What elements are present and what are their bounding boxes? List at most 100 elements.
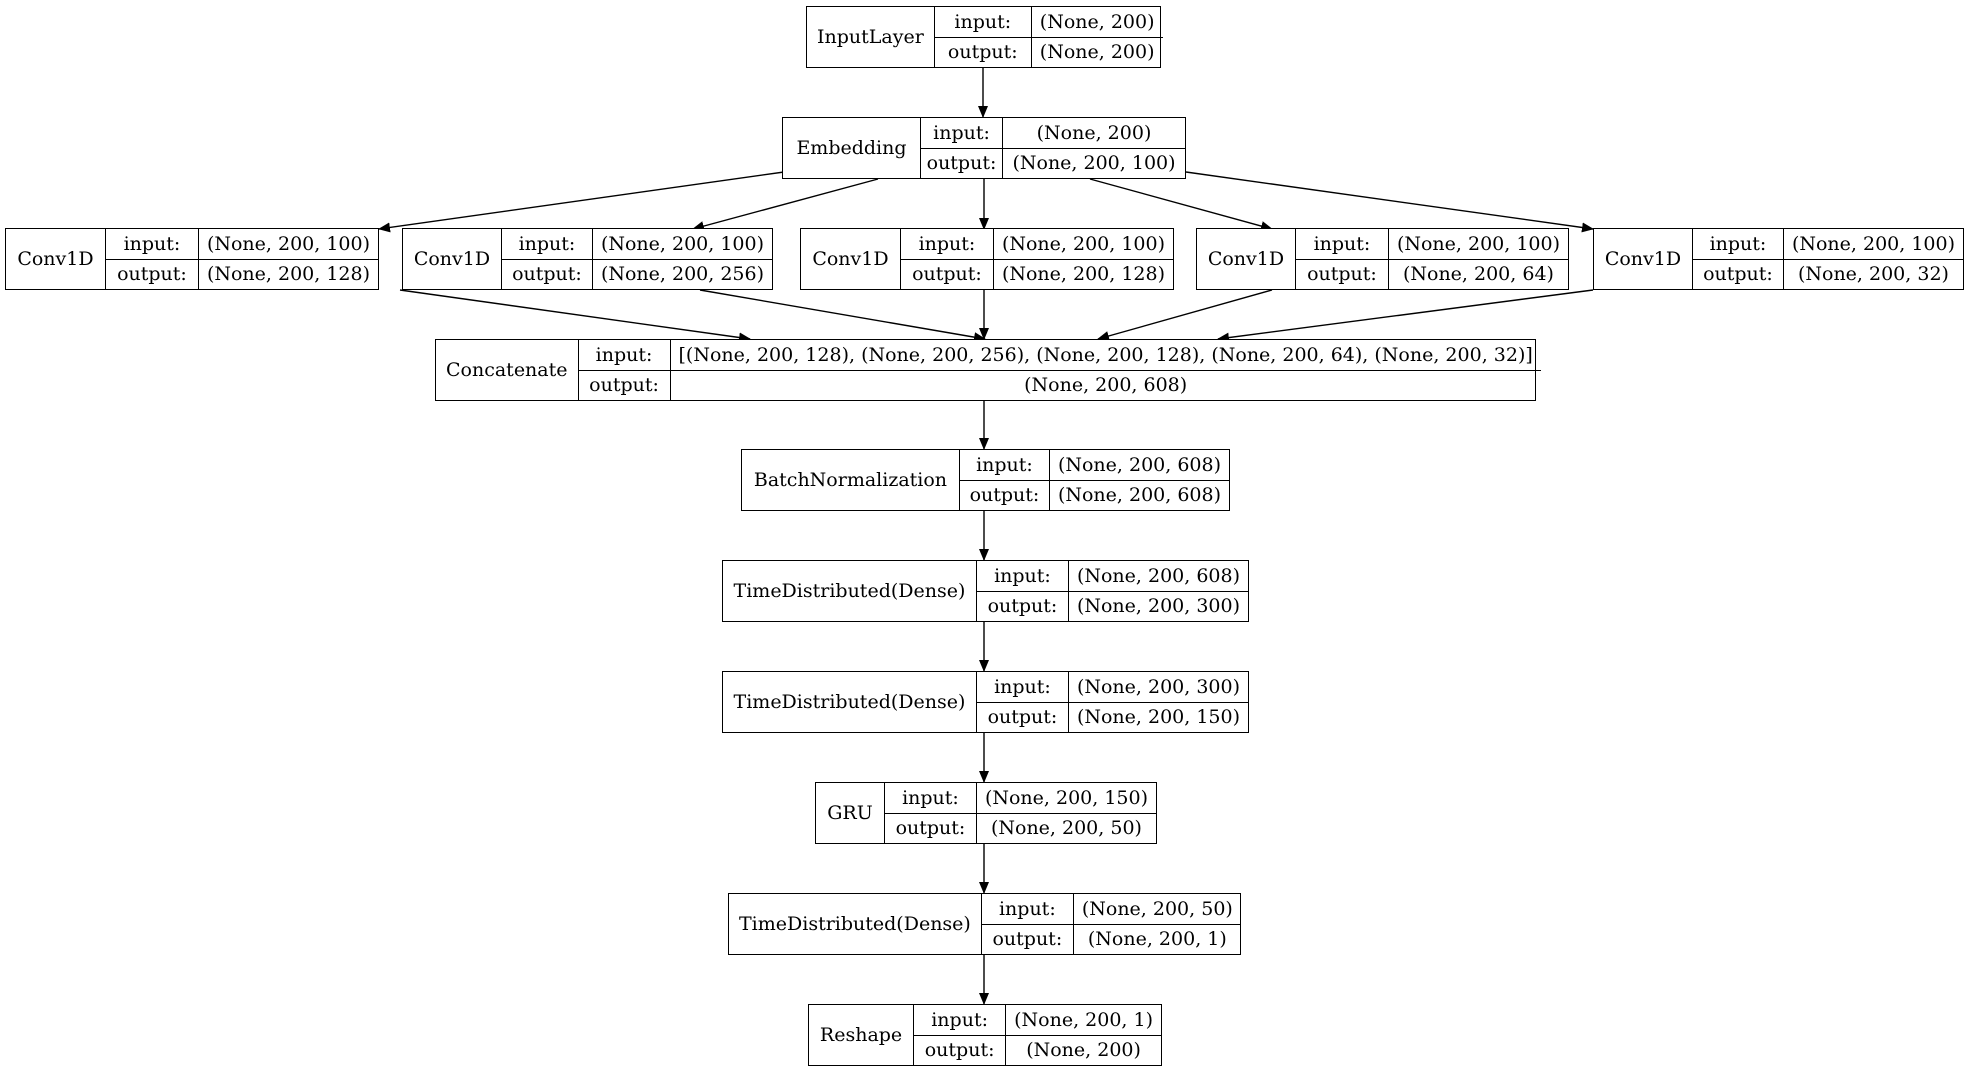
output-row: output:(None, 200, 128) bbox=[900, 258, 1173, 289]
edge-embedding-to-conv1d_5 bbox=[1185, 171, 1594, 233]
output-shape: (None, 200) bbox=[1026, 1039, 1141, 1062]
layer-io-table: input:(None, 200, 300)output:(None, 200,… bbox=[976, 672, 1248, 732]
input-label: input: bbox=[901, 229, 994, 259]
input-row: input: (None, 200) bbox=[935, 7, 1163, 37]
input-row: input:(None, 200, 50) bbox=[982, 894, 1241, 924]
output-row: output: (None, 200, 64) bbox=[1295, 258, 1568, 289]
layer-name: Reshape bbox=[809, 1005, 915, 1065]
output-shape: (None, 200, 64) bbox=[1402, 263, 1554, 286]
output-shape: (None, 200) bbox=[1039, 41, 1155, 64]
output-shape: (None, 200, 256) bbox=[600, 263, 764, 286]
output-shape: (None, 200, 300) bbox=[1076, 595, 1240, 618]
input-shape: [(None, 200, 128), (None, 200, 256), (No… bbox=[678, 343, 1533, 366]
output-label: output: bbox=[977, 591, 1069, 621]
input-shape: (None, 200, 100) bbox=[1001, 232, 1165, 255]
edge-embedding-to-conv1d_4 bbox=[1089, 178, 1273, 231]
layer-io-table: input: (None, 200, 100) output:(None, 200,… bbox=[105, 229, 378, 289]
input-label: input: bbox=[502, 229, 593, 259]
layer-io-table: input:(None, 200, 1)output: (None, 200) bbox=[914, 1005, 1161, 1065]
layer-io-table: input: (None, 200, 100) output:(None, 200,… bbox=[900, 229, 1173, 289]
output-label: output: bbox=[106, 259, 199, 289]
input-row: input: (None, 200, 100) bbox=[106, 229, 378, 259]
layer-node-td_dense_1: TimeDistributed(Dense)input:(None, 200, … bbox=[722, 560, 1249, 622]
output-row: output:(None, 200, 100) bbox=[921, 147, 1185, 178]
layer-node-td_dense_2: TimeDistributed(Dense)input:(None, 200, … bbox=[722, 671, 1249, 733]
output-row: output: (None, 200, 300) bbox=[976, 590, 1248, 621]
input-shape: (None, 200) bbox=[1039, 10, 1155, 33]
input-shape: (None, 200, 100) bbox=[1791, 232, 1955, 255]
input-label: input: bbox=[977, 672, 1069, 702]
layer-io-table: input:(None, 200, 100)output: (None, 200,… bbox=[501, 229, 772, 289]
layer-name: BatchNormalization bbox=[742, 450, 960, 510]
input-row: input:(None, 200, 608) bbox=[960, 450, 1229, 480]
edge-conv1d_5-to-concatenate bbox=[1217, 289, 1594, 343]
output-shape: (None, 200, 1) bbox=[1087, 928, 1227, 951]
output-shape: (None, 200, 608) bbox=[1024, 374, 1188, 397]
output-shape: (None, 200, 32) bbox=[1797, 263, 1949, 286]
layer-node-td_dense_3: TimeDistributed(Dense)input:(None, 200, … bbox=[728, 893, 1241, 955]
output-row: output:(None, 200, 150) bbox=[976, 701, 1248, 732]
output-label: output: bbox=[914, 1035, 1007, 1065]
layer-name: Conv1D bbox=[403, 229, 502, 289]
edge-embedding-to-conv1d_2 bbox=[692, 178, 879, 231]
input-row: input:(None, 200, 300) bbox=[977, 672, 1248, 702]
output-row: output:(None, 200, 128) bbox=[105, 258, 378, 289]
output-row: output:(None, 200, 32) bbox=[1692, 258, 1963, 289]
output-label: output: bbox=[901, 259, 994, 289]
output-shape: (None, 200, 50) bbox=[990, 817, 1142, 840]
edge-conv1d_1-to-concatenate bbox=[399, 289, 751, 343]
input-shape: (None, 200, 100) bbox=[1396, 232, 1560, 255]
input-label: input: bbox=[921, 118, 1003, 148]
layer-io-table: input: (None, 200) output: (None, 200) bbox=[934, 7, 1163, 67]
output-label: output: bbox=[935, 37, 1032, 67]
output-row: output: (None, 200, 608) bbox=[578, 369, 1541, 400]
output-label: output: bbox=[885, 813, 977, 843]
input-label: input: bbox=[977, 561, 1069, 591]
output-row: output: (None, 200) bbox=[934, 36, 1163, 67]
input-row: input: (None, 200, 150) bbox=[885, 783, 1156, 813]
layer-io-table: input:(None, 200, 608)output: (None, 200,… bbox=[976, 561, 1248, 621]
output-label: output: bbox=[960, 480, 1050, 510]
edge-embedding-to-conv1d_1 bbox=[378, 171, 785, 233]
input-shape: (None, 200, 608) bbox=[1057, 453, 1221, 476]
input-row: input:(None, 200) bbox=[921, 118, 1185, 148]
output-label: output: bbox=[1296, 259, 1389, 289]
input-row: input: (None, 200, 100) bbox=[901, 229, 1173, 259]
layer-name: Conv1D bbox=[1594, 229, 1693, 289]
input-row: input: (None, 200, 100) bbox=[1693, 229, 1963, 259]
input-label: input: bbox=[885, 783, 977, 813]
input-row: input: (None, 200, 100) bbox=[1296, 229, 1568, 259]
input-shape: (None, 200, 1) bbox=[1014, 1008, 1153, 1031]
layer-name: InputLayer bbox=[807, 7, 935, 67]
input-label: input: bbox=[1693, 229, 1784, 259]
layer-name: GRU bbox=[816, 783, 885, 843]
input-shape: (None, 200, 100) bbox=[206, 232, 370, 255]
input-row: input:(None, 200, 1) bbox=[914, 1005, 1161, 1035]
output-row: output:(None, 200, 1) bbox=[981, 923, 1241, 954]
input-row: input:[(None, 200, 128), (None, 200, 256… bbox=[579, 340, 1541, 370]
input-label: input: bbox=[1296, 229, 1389, 259]
input-row: input:(None, 200, 100) bbox=[502, 229, 772, 259]
layer-name: Conv1D bbox=[6, 229, 106, 289]
input-shape: (None, 200, 150) bbox=[984, 786, 1148, 809]
output-row: output: (None, 200, 50) bbox=[884, 812, 1156, 843]
output-row: output: (None, 200, 608) bbox=[959, 479, 1229, 510]
input-label: input: bbox=[106, 229, 199, 259]
input-row: input:(None, 200, 608) bbox=[977, 561, 1248, 591]
edge-conv1d_2-to-concatenate bbox=[699, 289, 986, 343]
layer-io-table: input: (None, 200, 100) output: (None, 200,… bbox=[1295, 229, 1568, 289]
layer-io-table: input:(None, 200, 608)output: (None, 200,… bbox=[959, 450, 1229, 510]
output-label: output: bbox=[579, 370, 671, 400]
output-shape: (None, 200, 608) bbox=[1057, 484, 1221, 507]
input-label: input: bbox=[935, 7, 1032, 37]
layer-name: Concatenate bbox=[436, 340, 579, 400]
output-label: output: bbox=[502, 259, 593, 289]
